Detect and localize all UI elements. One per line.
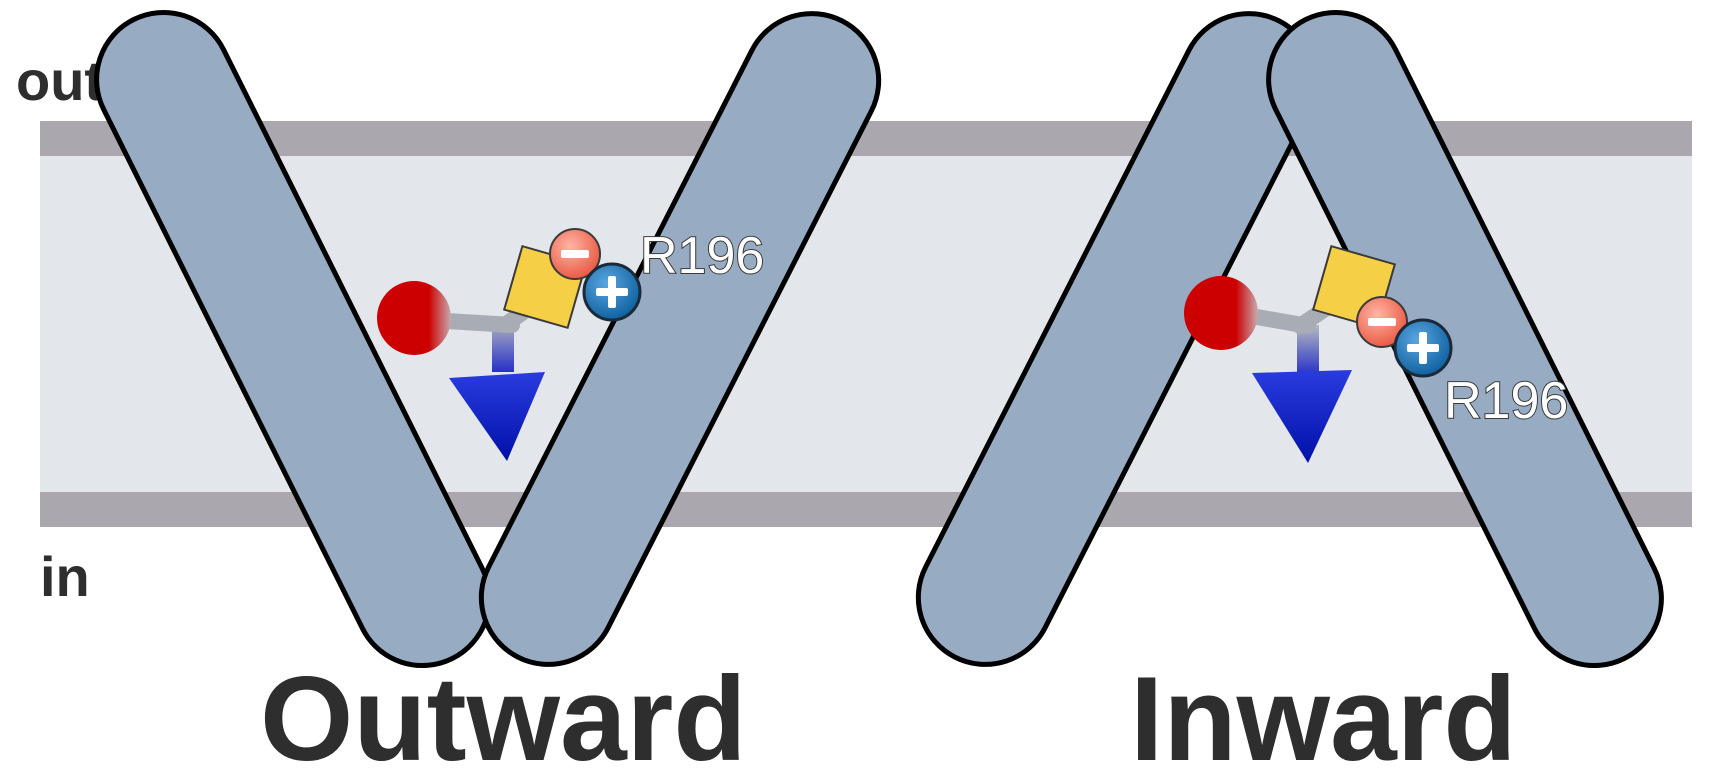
inward-helix-left (915, 11, 1319, 667)
outward-plus-icon-v (608, 276, 616, 308)
outward-state: R196 Outward (94, 9, 882, 784)
inward-ligand-red-group (1184, 276, 1258, 350)
inward-ligand-stem (1297, 325, 1319, 375)
inward-state: R196 Inward (915, 9, 1664, 784)
inward-plus-icon-v (1419, 332, 1427, 364)
outward-helix-left (94, 9, 492, 669)
outward-negative-charge (549, 228, 601, 280)
membrane-inner-headgroup (40, 492, 1692, 527)
inward-ligand (1184, 244, 1397, 463)
inward-residue-label: R196 (1444, 372, 1568, 430)
outward-residue-label: R196 (640, 227, 764, 285)
outward-positive-charge (582, 262, 642, 322)
inward-positive-charge (1393, 318, 1453, 378)
outward-ligand-stem (492, 320, 514, 372)
out-label: out (16, 49, 103, 112)
in-label: in (40, 545, 90, 608)
inward-negative-charge (1356, 296, 1408, 348)
inward-ligand-blue-group (1252, 370, 1352, 463)
outward-title: Outward (260, 652, 747, 784)
inward-minus-icon (1368, 318, 1396, 326)
inward-title: Inward (1130, 652, 1517, 784)
outward-ligand-blue-group (449, 372, 545, 461)
outward-ligand-red-group (377, 281, 451, 355)
outward-minus-icon (561, 250, 589, 258)
